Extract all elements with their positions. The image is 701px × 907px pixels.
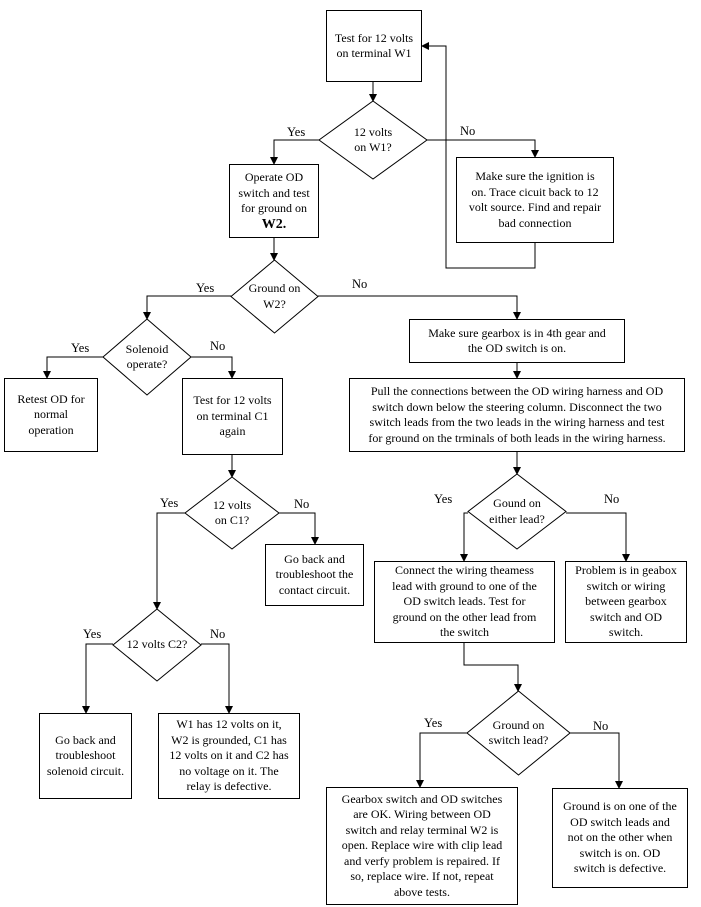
ground-w2-decision-diamond: Ground on W2?	[230, 259, 319, 334]
either-yes-label: Yes	[434, 492, 453, 506]
test-w1-box: Test for 12 volts on terminal W1	[326, 10, 422, 82]
solenoid-decision-diamond: Solenoid operate?	[102, 318, 192, 396]
ignition-box: Make sure the ignition is on. Trace cicu…	[456, 157, 614, 243]
problem-gearbox-text: Problem is in geabox switch or wiring be…	[575, 563, 677, 640]
connector	[270, 139, 319, 165]
solenoid-yes-label: Yes	[71, 341, 90, 355]
w1-no-label: No	[460, 124, 476, 138]
c2-no-label: No	[210, 627, 226, 641]
c2-yes-label: Yes	[83, 627, 102, 641]
connector	[421, 42, 536, 269]
od-defective-text: Ground is on one of the OD switch leads …	[563, 799, 677, 876]
operate-od-box: Operate OD switch and test for ground on…	[229, 164, 319, 238]
c1-decision-diamond: 12 volts on C1?	[184, 476, 280, 550]
relay-defective-text: W1 has 12 volts on it, W2 is grounded, C…	[169, 717, 289, 794]
switch-lead-decision-diamond: Ground on switch lead?	[466, 690, 571, 776]
switches-ok-box: Gearbox switch and OD switches are OK. W…	[326, 787, 518, 905]
either-no-label: No	[604, 492, 620, 506]
connector	[570, 732, 623, 789]
connector	[427, 139, 539, 158]
od-defective-box: Ground is on one of the OD switch leads …	[552, 788, 688, 888]
solenoid-decision-text: Solenoid operate?	[125, 341, 169, 372]
contact-circuit-box: Go back and troubleshoot the contact cir…	[265, 544, 364, 606]
pull-connections-text: Pull the connections between the OD wiri…	[368, 384, 666, 445]
pull-connections-box: Pull the connections between the OD wiri…	[349, 378, 685, 452]
connect-harness-text: Connect the wiring theamess lead with gr…	[392, 563, 537, 640]
switch-lead-decision-text: Ground on switch lead?	[488, 717, 549, 748]
w1-decision-diamond: 12 volts on W1?	[318, 100, 428, 180]
c1-no-label: No	[294, 497, 310, 511]
test-w1-text: Test for 12 volts on terminal W1	[334, 30, 414, 61]
operate-od-w2-text: W2.	[261, 216, 287, 232]
test-c1-text: Test for 12 volts on terminal C1 again	[193, 393, 272, 439]
connector	[566, 512, 630, 562]
switch-yes-label: Yes	[424, 716, 443, 730]
connector	[143, 295, 231, 320]
solenoid-circuit-box: Go back and troubleshoot solenoid circui…	[39, 713, 132, 799]
test-c1-box: Test for 12 volts on terminal C1 again	[182, 378, 283, 455]
connector	[463, 643, 522, 692]
c2-decision-text: 12 volts C2?	[126, 637, 188, 652]
solenoid-circuit-text: Go back and troubleshoot solenoid circui…	[46, 732, 125, 778]
connector	[460, 512, 468, 562]
ground-w2-decision-text: Ground on W2?	[248, 281, 301, 311]
connector	[416, 732, 467, 788]
w2-yes-label: Yes	[196, 281, 215, 295]
solenoid-no-label: No	[210, 339, 226, 353]
switch-no-label: No	[593, 719, 609, 733]
c1-yes-label: Yes	[160, 496, 179, 510]
gearbox-4th-box: Make sure gearbox is in 4th gear and the…	[409, 319, 625, 363]
operate-od-text: Operate OD switch and test for ground on	[238, 170, 310, 215]
switches-ok-text: Gearbox switch and OD switches are OK. W…	[341, 791, 503, 899]
gearbox-4th-text: Make sure gearbox is in 4th gear and the…	[428, 325, 606, 356]
w1-decision-text: 12 volts on W1?	[353, 124, 393, 155]
connector	[318, 295, 521, 320]
either-lead-decision-diamond: Gound on either lead?	[467, 473, 567, 550]
relay-defective-box: W1 has 12 volts on it, W2 is grounded, C…	[158, 713, 300, 799]
connector	[153, 512, 185, 610]
retest-od-box: Retest OD for normal operation	[4, 378, 98, 452]
connector	[82, 643, 113, 714]
ignition-text: Make sure the ignition is on. Trace cicu…	[468, 169, 602, 230]
connector	[201, 643, 233, 714]
connector	[43, 356, 103, 379]
connect-harness-box: Connect the wiring theamess lead with gr…	[374, 561, 555, 643]
c2-decision-diamond: 12 volts C2?	[112, 608, 202, 682]
w2-no-label: No	[352, 277, 368, 291]
contact-circuit-text: Go back and troubleshoot the contact cir…	[275, 551, 354, 597]
either-lead-decision-text: Gound on either lead?	[489, 496, 545, 526]
connector	[191, 356, 236, 379]
connector	[279, 512, 319, 545]
problem-gearbox-box: Problem is in geabox switch or wiring be…	[565, 561, 687, 643]
w1-yes-label: Yes	[287, 125, 306, 139]
c1-decision-text: 12 volts on C1?	[212, 497, 252, 528]
retest-od-text: Retest OD for normal operation	[17, 391, 85, 437]
